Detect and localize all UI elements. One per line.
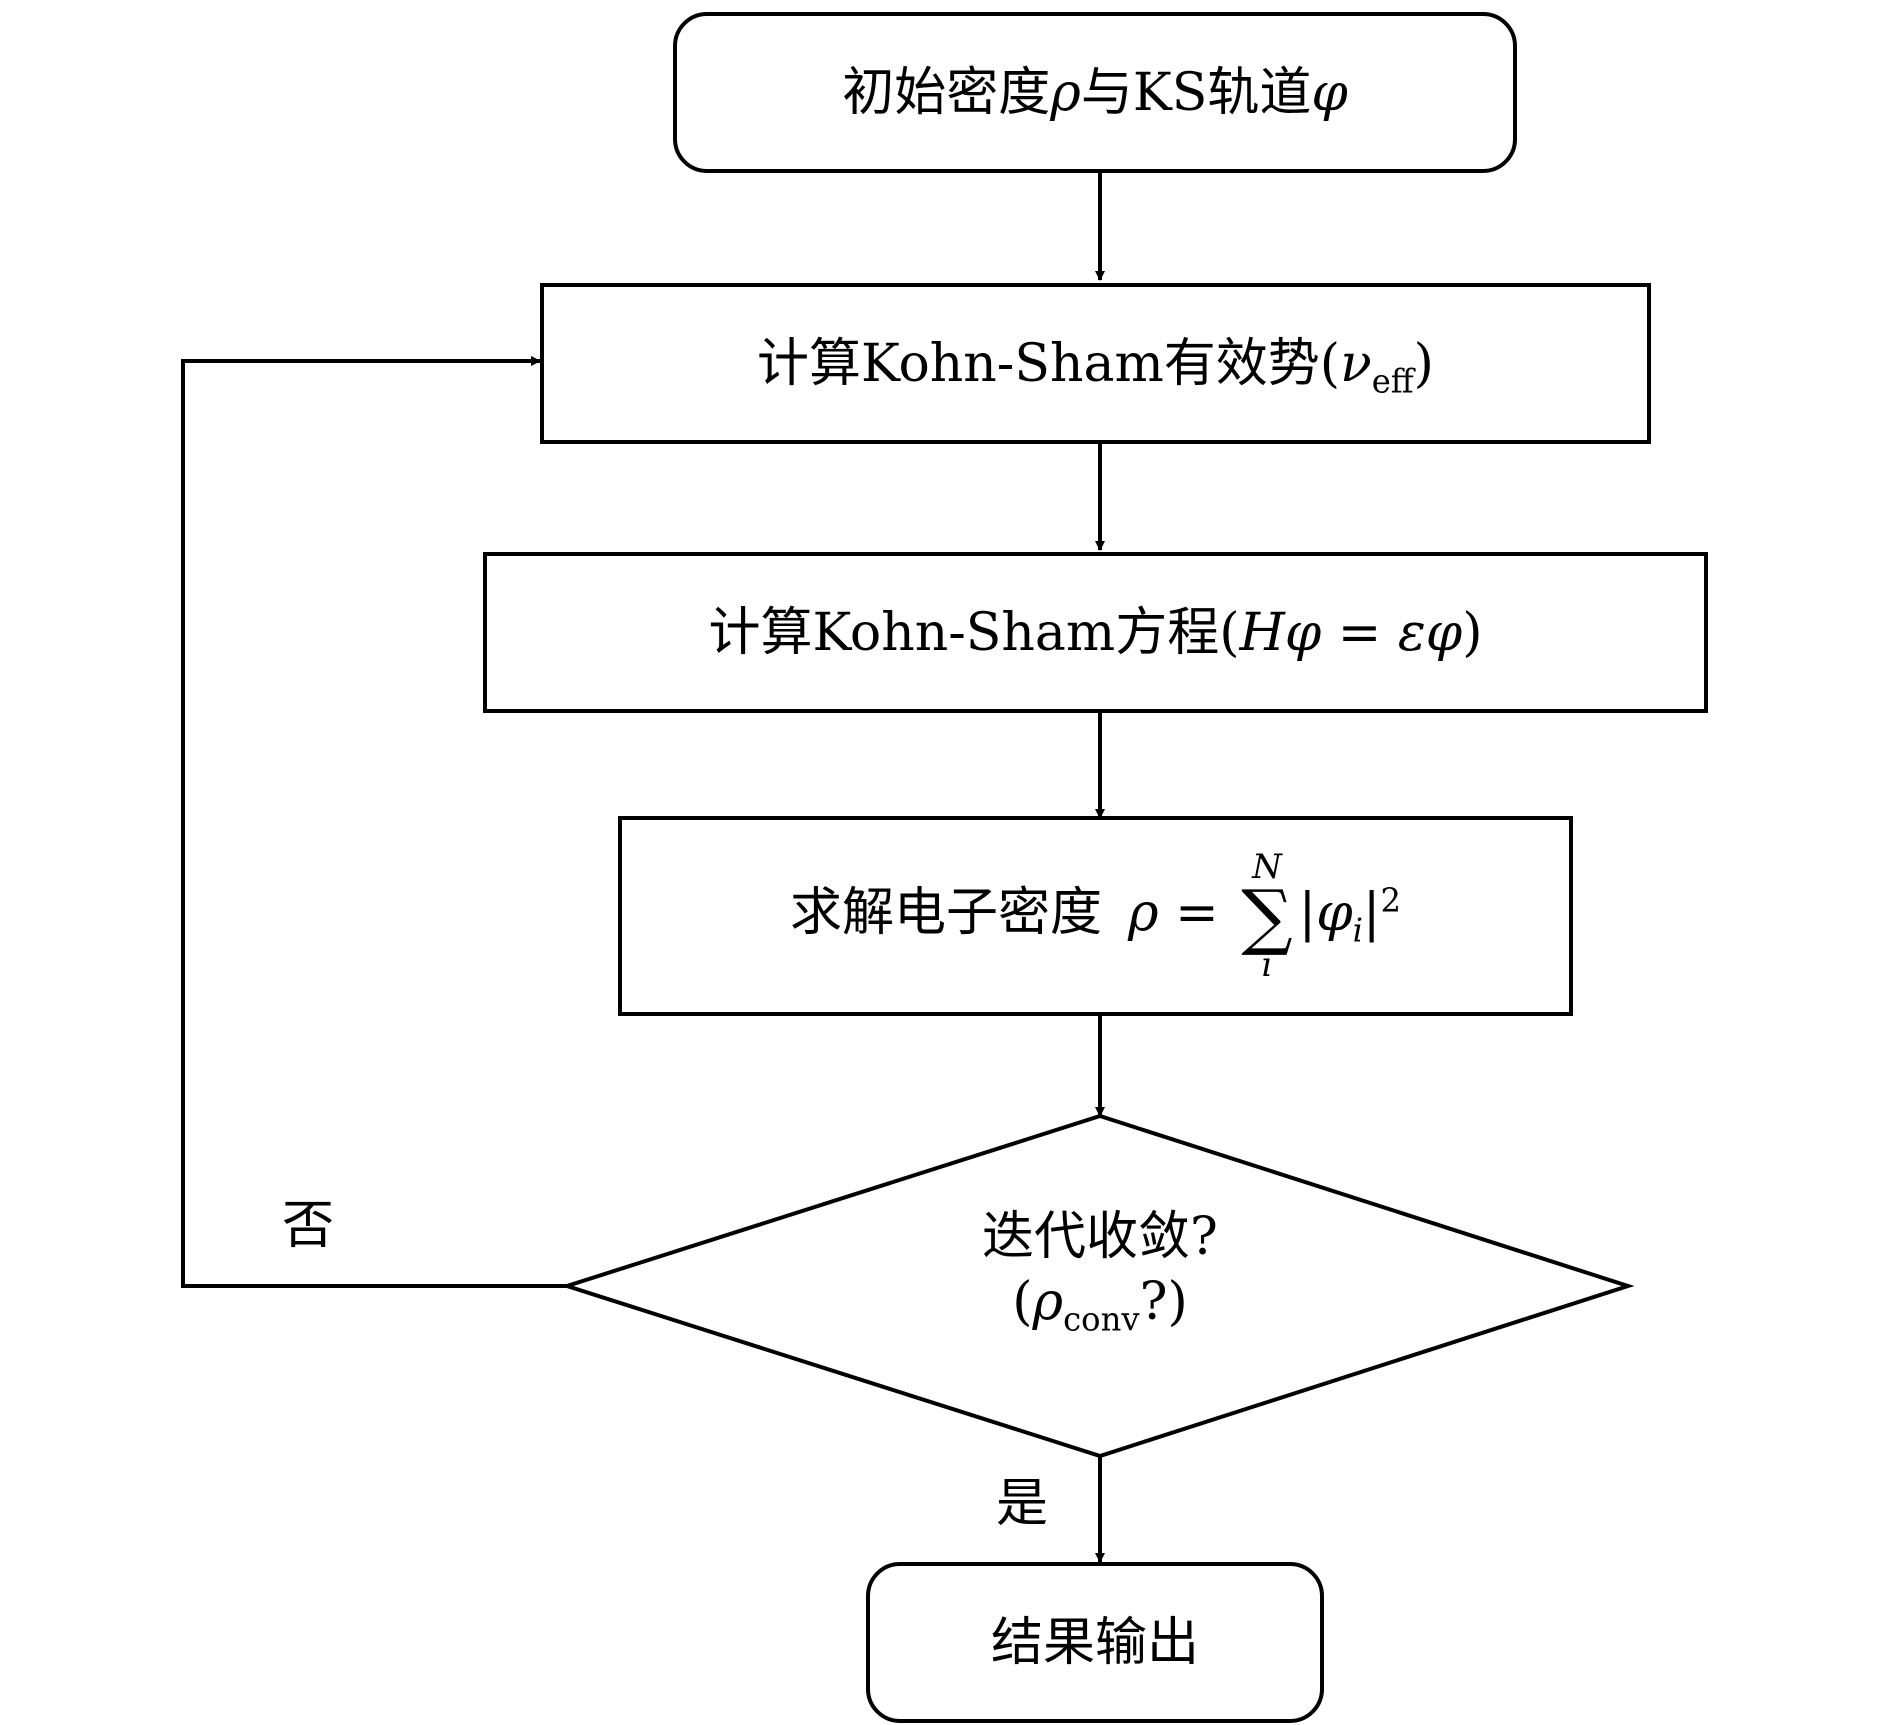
compute-ks-equation-label: 计算Kohn-Sham方程(Hφ = εφ) bbox=[708, 602, 1483, 663]
yes-branch-label: 是 bbox=[996, 1474, 1049, 1534]
start-label: 初始密度ρ与KS轨道φ bbox=[842, 62, 1348, 123]
end-label: 结果输出 bbox=[990, 1612, 1199, 1673]
decision-label: 迭代收敛? (ρconv?) bbox=[570, 1205, 1630, 1339]
decision-question: 迭代收敛? bbox=[982, 1207, 1218, 1267]
end-node: 结果输出 bbox=[866, 1562, 1324, 1723]
decision-criterion: (ρconv?) bbox=[1012, 1272, 1188, 1339]
arrow-no-feedback bbox=[181, 356, 567, 1288]
compute-veff-label: 计算Kohn-Sham有效势(νeff) bbox=[757, 333, 1434, 400]
start-node: 初始密度ρ与KS轨道φ bbox=[673, 12, 1517, 173]
compute-veff-node: 计算Kohn-Sham有效势(νeff) bbox=[540, 283, 1651, 444]
no-branch-label: 否 bbox=[282, 1196, 335, 1256]
compute-ks-equation-node: 计算Kohn-Sham方程(Hφ = εφ) bbox=[483, 552, 1708, 713]
sum-operator: N∑i bbox=[1241, 846, 1293, 986]
